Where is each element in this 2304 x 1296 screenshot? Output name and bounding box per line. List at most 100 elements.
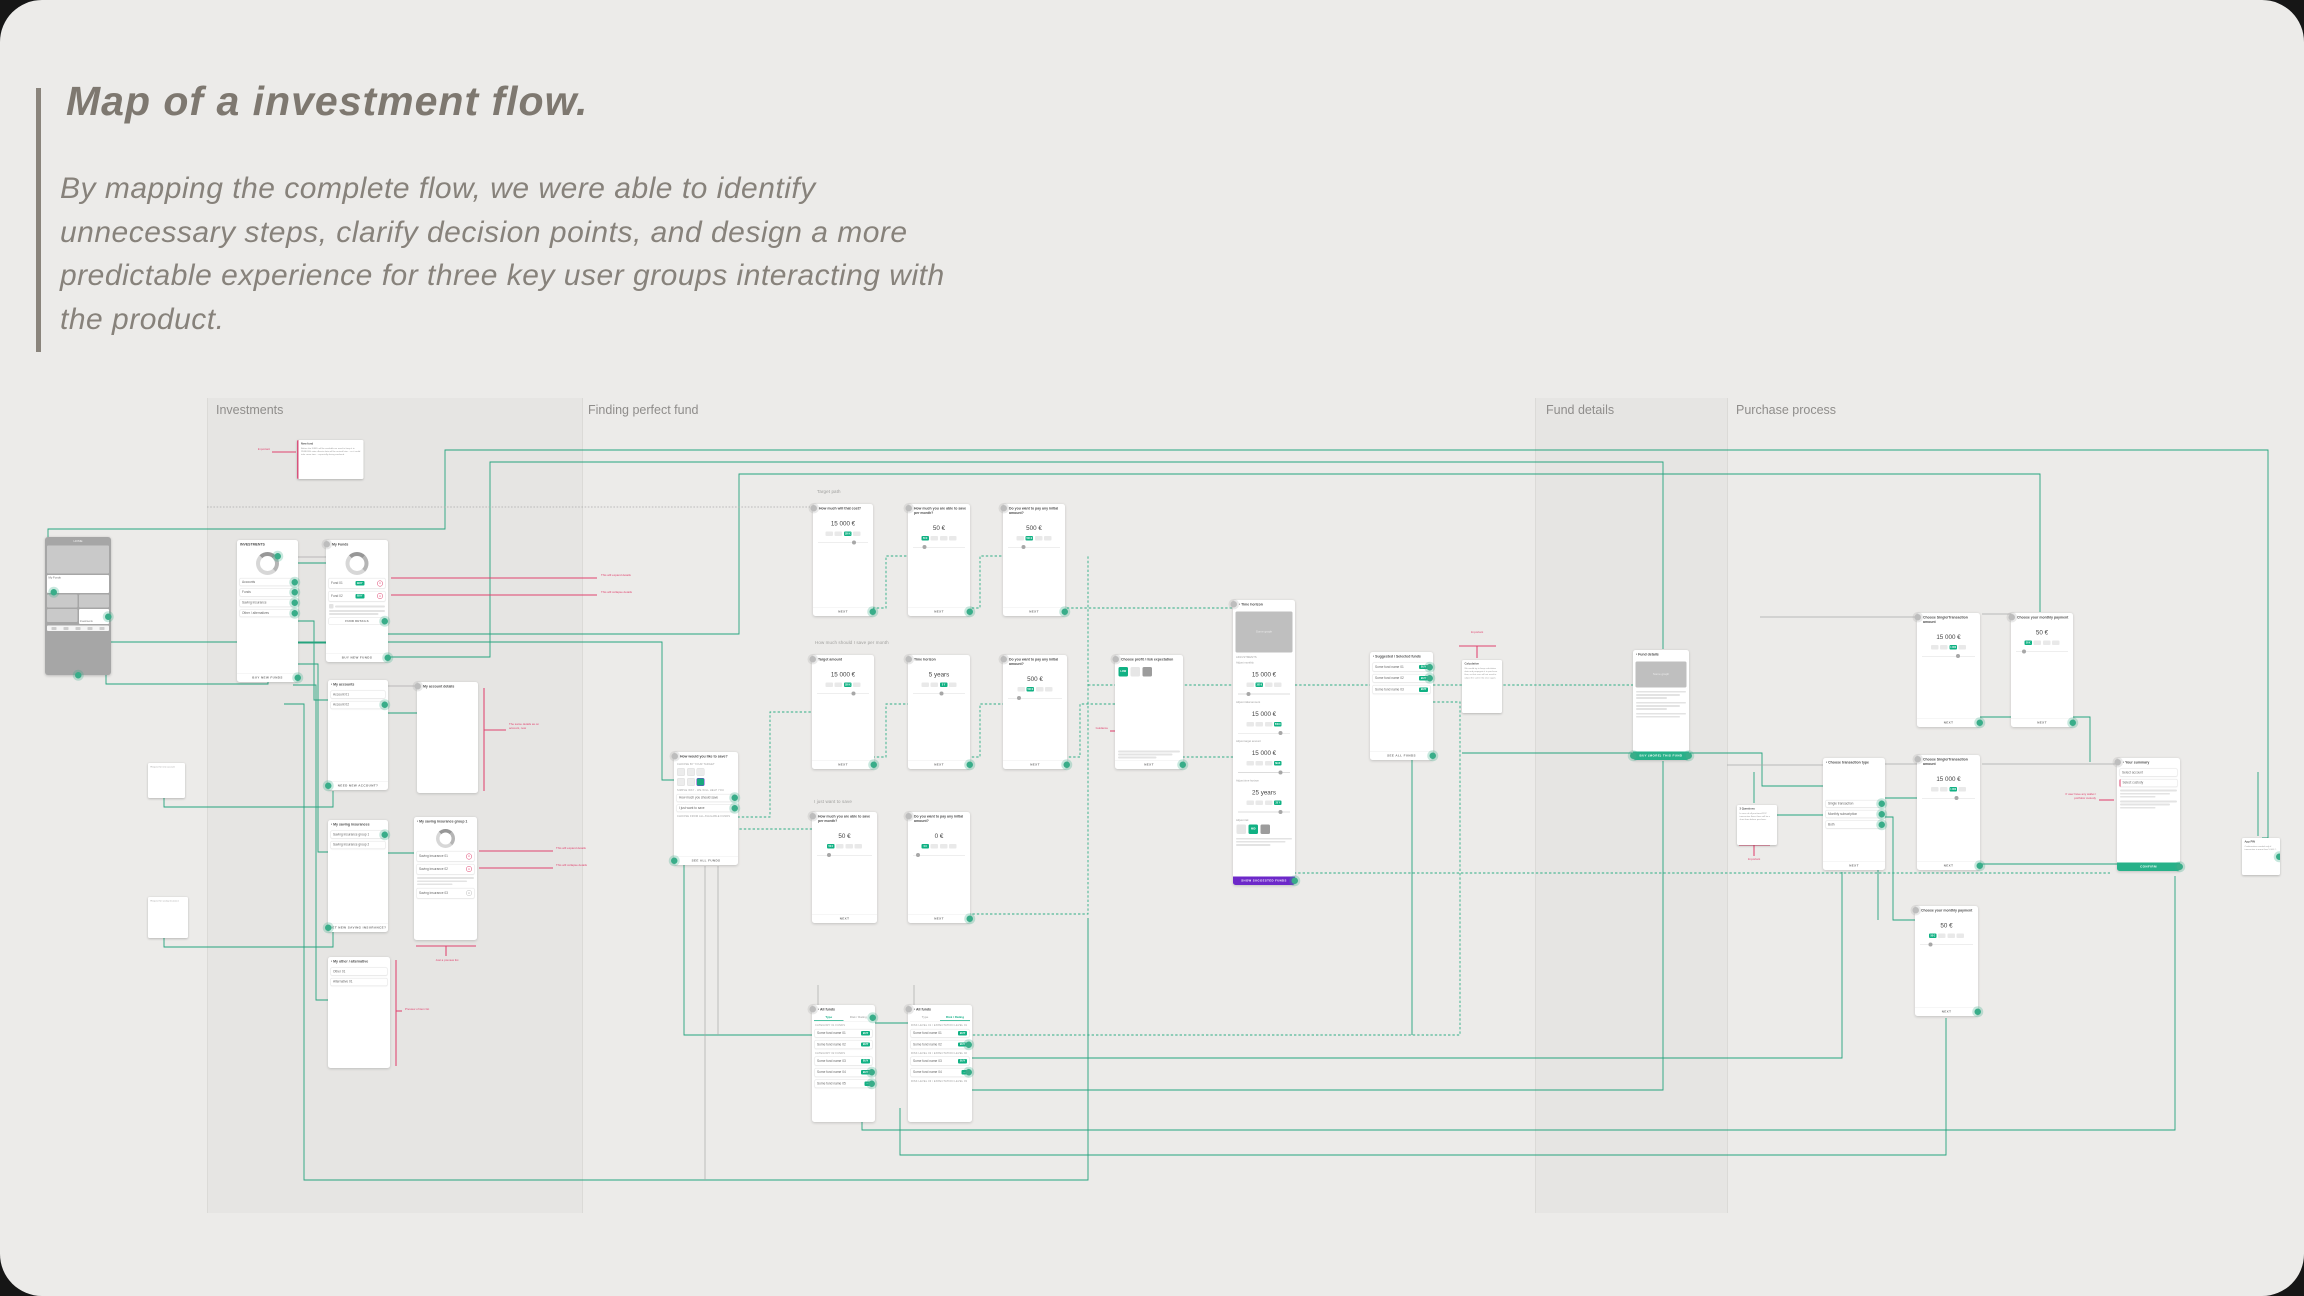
list-item[interactable]: Some fund name 05... <box>814 1079 875 1089</box>
preset-chip[interactable]: 1 000 <box>1949 786 1957 792</box>
preset-chip[interactable] <box>1958 644 1967 650</box>
slider-knob[interactable] <box>1928 942 1933 947</box>
goal-icon[interactable] <box>686 777 695 786</box>
footer-button[interactable]: BUY (MORE) THIS FUND <box>1630 751 1692 760</box>
preset-chip[interactable]: 1 000 <box>1949 644 1957 650</box>
buy-chip[interactable]: BUY <box>958 1031 967 1036</box>
slider-knob[interactable] <box>922 545 927 550</box>
list-item[interactable]: How much you should save <box>676 793 738 802</box>
preset-chip[interactable] <box>1264 721 1273 727</box>
footer-button[interactable]: NEXT <box>1917 861 1983 870</box>
list-item[interactable]: Monthly subscription <box>1825 810 1885 819</box>
slider-control[interactable] <box>1238 809 1290 814</box>
footer-button[interactable]: SEE ALL FUNDS <box>1370 751 1436 760</box>
home-tile[interactable] <box>47 609 78 622</box>
footer-button[interactable]: NEXT <box>1823 861 1885 870</box>
preset-chip[interactable] <box>1930 786 1939 792</box>
nav-item[interactable] <box>63 626 69 630</box>
footer-button[interactable]: NEXT <box>1003 607 1068 616</box>
preset-chip[interactable] <box>1246 721 1254 727</box>
slider-knob[interactable] <box>1016 696 1021 701</box>
list-item[interactable]: Saving insurance group 1 <box>330 830 388 839</box>
preset-chip[interactable] <box>2052 640 2060 645</box>
preset-chip[interactable] <box>1264 761 1273 766</box>
footer-button[interactable]: BUY NEW FUNDS <box>237 673 301 682</box>
preset-chip[interactable] <box>1274 682 1282 688</box>
slider-control[interactable] <box>913 545 965 550</box>
risk-option[interactable]: MID <box>1248 824 1258 834</box>
slider-knob[interactable] <box>1954 796 1959 801</box>
slider-control[interactable] <box>1922 654 1975 659</box>
preset-chip[interactable] <box>1958 786 1967 792</box>
preset-chip[interactable]: 50 € <box>1928 933 1937 938</box>
footer-button[interactable]: NEXT <box>908 760 973 769</box>
tab-type[interactable]: Type <box>921 1016 929 1020</box>
slider-control[interactable] <box>1238 770 1290 775</box>
slider-knob[interactable] <box>1278 809 1283 814</box>
preset-chip[interactable] <box>1045 686 1053 692</box>
preset-chip[interactable] <box>930 535 939 541</box>
footer-button[interactable]: NEED NEW ACCOUNT? <box>325 781 388 790</box>
preset-chip[interactable]: 5 Y <box>939 682 948 687</box>
list-item[interactable]: Both <box>1825 820 1885 829</box>
risk-option[interactable] <box>1130 666 1140 677</box>
goal-icon[interactable] <box>686 768 695 777</box>
preset-chip[interactable] <box>1044 535 1052 541</box>
footer-button[interactable]: NEXT <box>1115 760 1186 769</box>
slider-control[interactable] <box>818 540 868 545</box>
slider-knob[interactable] <box>827 853 832 858</box>
list-item[interactable]: Alternative 01 <box>330 978 388 986</box>
slider-control[interactable] <box>1922 796 1975 801</box>
slider-control[interactable] <box>913 853 965 858</box>
preset-chip[interactable] <box>1930 644 1939 650</box>
nav-item[interactable] <box>75 626 81 630</box>
risk-option[interactable] <box>1260 824 1270 834</box>
footer-button[interactable]: SEE ALL FUNDS <box>671 856 738 865</box>
footer-button[interactable]: GET NEW SAVING INSURANCE? <box>325 923 388 932</box>
preset-chip[interactable] <box>1264 682 1273 688</box>
form-field[interactable]: Select account <box>2119 768 2178 777</box>
preset-chip[interactable] <box>853 531 861 536</box>
preset-chip[interactable]: 50 € <box>921 535 929 541</box>
preset-chip[interactable]: 100 € <box>843 531 852 536</box>
buy-chip[interactable]: BUY <box>861 1031 870 1036</box>
tab-type[interactable]: Type <box>814 1014 844 1021</box>
list-item[interactable]: Other 01 <box>330 967 388 976</box>
nav-item[interactable] <box>51 626 57 630</box>
footer-button[interactable]: SHOW SUGGESTED FUNDS <box>1233 876 1298 885</box>
preset-chip[interactable] <box>834 682 843 687</box>
buy-chip[interactable]: BUY <box>958 1058 967 1064</box>
footer-button[interactable]: NEXT <box>812 914 877 923</box>
home-investments-tile[interactable]: Investments <box>78 609 112 624</box>
preset-chip[interactable] <box>1034 535 1043 541</box>
preset-chip[interactable] <box>1940 786 1948 792</box>
preset-chip[interactable] <box>1246 761 1254 766</box>
slider-knob[interactable] <box>1021 545 1026 550</box>
preset-chip[interactable] <box>854 843 863 849</box>
slider-control[interactable] <box>2016 649 2068 654</box>
footer-button[interactable]: NEXT <box>1915 1007 1981 1016</box>
nav-item[interactable] <box>99 626 105 630</box>
preset-chip[interactable]: 500 € <box>1274 721 1282 727</box>
preset-chip[interactable] <box>825 531 833 536</box>
slider-control[interactable] <box>1008 545 1060 550</box>
home-tile[interactable] <box>78 594 109 608</box>
preset-chip[interactable] <box>2033 640 2042 645</box>
slider-knob[interactable] <box>851 691 856 696</box>
preset-chip[interactable] <box>1246 800 1254 806</box>
nav-item[interactable] <box>87 626 93 630</box>
buy-chip[interactable]: ... <box>961 1070 967 1075</box>
expand-toggle-icon[interactable]: ∨ <box>466 890 472 897</box>
buy-chip[interactable]: BUY <box>1419 664 1428 670</box>
slider-knob[interactable] <box>852 540 856 545</box>
risk-option[interactable] <box>1142 666 1152 677</box>
slider-control[interactable] <box>1238 731 1290 736</box>
slider-control[interactable] <box>817 691 869 696</box>
buy-chip[interactable]: BUY <box>355 581 365 586</box>
preset-chip[interactable] <box>1947 933 1955 938</box>
